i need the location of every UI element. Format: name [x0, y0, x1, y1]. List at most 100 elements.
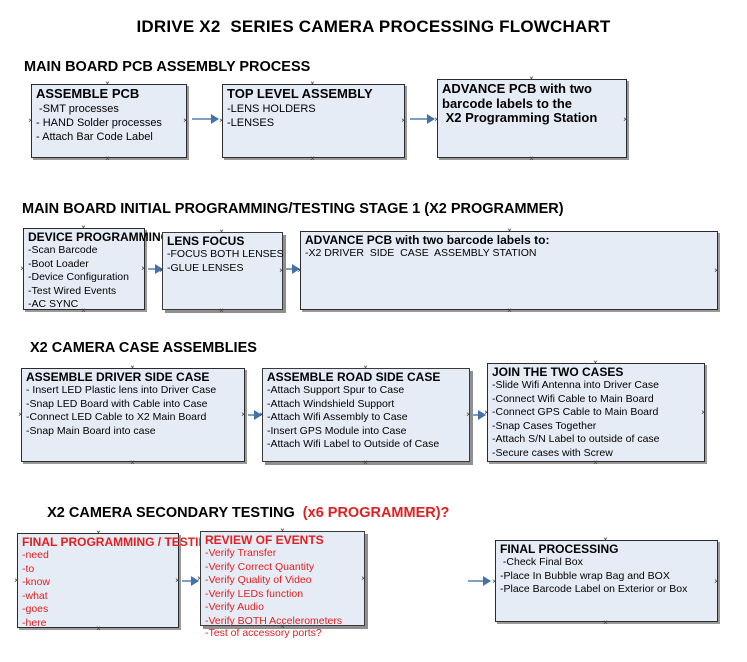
resize-handle-bottom[interactable]	[309, 155, 316, 162]
box-device-programming[interactable]: DEVICE PROGRAMMING -Scan Barcode -Boot L…	[23, 228, 171, 310]
resize-handle-right[interactable]	[174, 577, 181, 584]
resize-handle-right[interactable]	[140, 265, 147, 272]
box-final-programming-testing[interactable]: FINAL PROGRAMMING / TESTING -need -to -k…	[17, 533, 217, 629]
box-review-of-events[interactable]: REVIEW OF EVENTS -Verify Transfer -Verif…	[200, 531, 367, 639]
resize-handle-bottom[interactable]	[80, 307, 87, 314]
box-line: -to	[22, 562, 35, 575]
resize-handle-left[interactable]	[196, 575, 203, 582]
box-title: FINAL PROGRAMMING / TESTING	[22, 535, 217, 549]
resize-handle-top[interactable]	[279, 527, 286, 534]
section-heading-3: X2 CAMERA CASE ASSEMBLIES	[30, 340, 257, 356]
box-line: - Attach Bar Code Label	[36, 130, 153, 143]
box-advance-pcb-programming-station[interactable]: ADVANCE PCB with two barcode labels to t…	[437, 79, 627, 158]
resize-handle-bottom[interactable]	[218, 307, 225, 314]
box-title: DEVICE PROGRAMMING	[28, 230, 171, 244]
resize-handle-bottom[interactable]	[592, 459, 599, 466]
box-line: -GLUE LENSES	[167, 261, 244, 274]
resize-handle-top[interactable]	[309, 80, 316, 87]
connector-arrow	[472, 410, 486, 420]
box-title-line3: X2 Programming Station	[442, 110, 598, 126]
resize-handle-bottom[interactable]	[362, 459, 369, 466]
box-line: -Device Configuration	[28, 271, 129, 284]
resize-handle-right[interactable]	[713, 267, 720, 274]
resize-handle-top[interactable]	[104, 80, 111, 87]
resize-handle-right[interactable]	[465, 411, 472, 418]
box-line: -LENSES	[227, 116, 275, 129]
box-line: -need	[22, 549, 49, 562]
box-line: -Attach Windshield Support	[267, 397, 395, 410]
box-line: -Verify Audio	[205, 601, 264, 614]
box-line: -Verify Quality of Video	[205, 574, 312, 587]
resize-handle-bottom[interactable]	[528, 155, 535, 162]
box-line: -Place In Bubble wrap Bag and BOX	[500, 569, 670, 582]
resize-handle-right[interactable]	[400, 117, 407, 124]
page-title: IDRIVE X2 SERIES CAMERA PROCESSING FLOWC…	[136, 17, 611, 36]
box-top-level-assembly[interactable]: TOP LEVEL ASSEMBLY -LENS HOLDERS -LENSES	[222, 84, 405, 158]
resize-handle-left[interactable]	[491, 578, 498, 585]
resize-handle-top[interactable]	[129, 364, 136, 371]
resize-handle-top[interactable]	[95, 529, 102, 536]
box-line: -Attach Wifi Assembly to Case	[267, 411, 408, 424]
resize-handle-top[interactable]	[506, 227, 513, 234]
resize-handle-left[interactable]	[296, 267, 303, 274]
box-title: FINAL PROCESSING	[500, 542, 619, 556]
resize-handle-bottom[interactable]	[104, 155, 111, 162]
resize-handle-bottom[interactable]	[95, 625, 102, 632]
box-line: -Verify Transfer	[205, 547, 277, 560]
resize-handle-left[interactable]	[483, 409, 490, 416]
resize-handle-right[interactable]	[360, 575, 367, 582]
resize-handle-right[interactable]	[240, 411, 247, 418]
box-assemble-pcb[interactable]: ASSEMBLE PCB -SMT processes - HAND Solde…	[31, 84, 187, 158]
resize-handle-right[interactable]	[278, 267, 285, 274]
resize-handle-left[interactable]	[218, 117, 225, 124]
box-title-line2: barcode labels to the	[442, 95, 573, 111]
box-line: -X2 DRIVER SIDE CASE ASSEMBLY STATION	[305, 247, 537, 260]
resize-handle-top[interactable]	[592, 359, 599, 366]
resize-handle-bottom[interactable]	[129, 459, 136, 466]
box-line: - Insert LED Plastic lens into Driver Ca…	[26, 384, 217, 397]
box-line: -what	[22, 589, 48, 602]
resize-handle-top[interactable]	[218, 228, 225, 235]
box-line: -Attach Wifi Label to Outside of Case	[267, 438, 440, 451]
box-final-processing[interactable]: FINAL PROCESSING -Check Final Box -Place…	[495, 540, 718, 622]
box-assemble-road-side-case[interactable]: ASSEMBLE ROAD SIDE CASE -Attach Support …	[262, 368, 470, 462]
box-overflow-line: -Test of accessory ports?	[205, 627, 322, 639]
resize-handle-top[interactable]	[602, 536, 609, 543]
box-join-the-two-cases[interactable]: JOIN THE TWO CASES -Slide Wifi Antenna i…	[487, 363, 705, 462]
resize-handle-right[interactable]	[182, 117, 189, 124]
resize-handle-left[interactable]	[27, 117, 34, 124]
resize-handle-left[interactable]	[158, 267, 165, 274]
box-line: -Verify Correct Quantity	[205, 560, 315, 573]
box-advance-pcb-driver-side-station[interactable]: ADVANCE PCB with two barcode labels to: …	[300, 231, 718, 310]
resize-handle-left[interactable]	[258, 411, 265, 418]
box-line: - HAND Solder processes	[36, 116, 162, 129]
section-heading-4-accent: (x6 PROGRAMMER)?	[302, 505, 450, 521]
box-line: -SMT processes	[36, 102, 119, 115]
connector-arrow	[192, 114, 219, 124]
resize-handle-left[interactable]	[433, 116, 440, 123]
resize-handle-left[interactable]	[13, 577, 20, 584]
section-heading-2: MAIN BOARD INITIAL PROGRAMMING/TESTING S…	[22, 201, 564, 217]
resize-handle-right[interactable]	[700, 409, 707, 416]
box-line: -Boot Loader	[28, 257, 89, 270]
resize-handle-left[interactable]	[19, 265, 26, 272]
box-line: -Secure cases with Screw	[492, 446, 613, 459]
resize-handle-left[interactable]	[17, 411, 24, 418]
box-line: -Connect GPS Cable to Main Board	[492, 406, 659, 419]
box-line: -Test Wired Events	[28, 284, 117, 297]
resize-handle-top[interactable]	[362, 364, 369, 371]
resize-handle-top[interactable]	[528, 75, 535, 82]
resize-handle-bottom[interactable]	[279, 623, 286, 630]
connector-arrow	[468, 576, 491, 586]
resize-handle-top[interactable]	[80, 224, 87, 231]
box-line: -Place Barcode Label on Exterior or Box	[500, 583, 688, 596]
box-lens-focus[interactable]: LENS FOCUS -FOCUS BOTH LENSES -GLUE LENS…	[162, 232, 285, 310]
resize-handle-right[interactable]	[622, 116, 629, 123]
box-line: -Snap Main Board into case	[26, 424, 156, 437]
resize-handle-bottom[interactable]	[506, 307, 513, 314]
box-assemble-driver-side-case[interactable]: ASSEMBLE DRIVER SIDE CASE - Insert LED P…	[21, 368, 245, 462]
resize-handle-right[interactable]	[713, 578, 720, 585]
resize-handle-bottom[interactable]	[602, 619, 609, 626]
box-line: -FOCUS BOTH LENSES	[167, 248, 284, 261]
